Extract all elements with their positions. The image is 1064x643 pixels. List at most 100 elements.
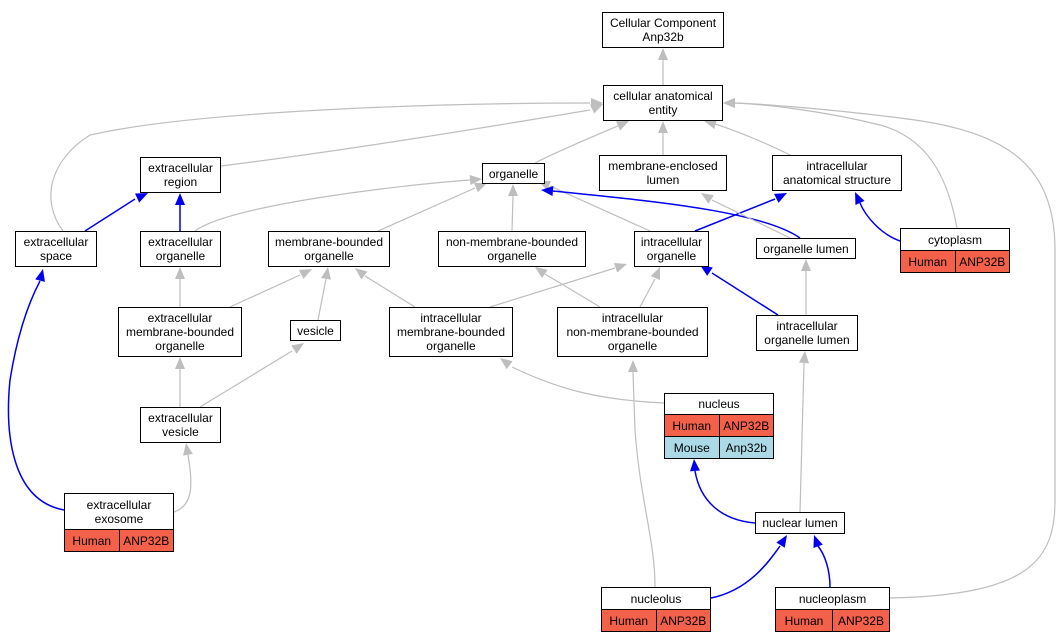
arrowhead [614, 263, 627, 273]
term-node-organelle[interactable]: organelle [482, 163, 545, 184]
term-label: extracellular vesicle [148, 411, 213, 439]
term-node-extracellular-space[interactable]: extracellular space [15, 231, 97, 267]
edge-nplasm-to-nlum [813, 535, 831, 588]
edge-exmbo-to-exorg [175, 267, 185, 307]
species-cell: Mouse [673, 440, 710, 455]
species-cell: Human [908, 254, 948, 269]
edge-inmbo-to-nmbo [535, 267, 601, 308]
arrowhead [500, 358, 513, 370]
arrowhead [508, 184, 518, 196]
term-node-intracellular-non-membrane-bounded-organelle[interactable]: intracellular non-membrane-bounded organ… [557, 307, 708, 357]
arrowhead [321, 267, 331, 280]
term-label: intracellular non-membrane-bounded organ… [566, 311, 699, 353]
edge-nucleus-to-imbo [500, 358, 665, 404]
edge-exsp-to-cae [50, 98, 603, 232]
edge-imbo-to-ico [489, 263, 627, 308]
gene-cell: ANP32B [655, 610, 711, 631]
term-label: organelle lumen [763, 241, 849, 256]
arrowhead [35, 269, 45, 282]
arrowhead [135, 193, 148, 203]
term-label: non-membrane-bounded organelle [445, 235, 579, 263]
term-label: extracellular membrane-bounded organelle [125, 311, 235, 353]
term-label: intracellular organelle [640, 235, 703, 263]
term-node-extracellular-vesicle[interactable]: extracellular vesicle [140, 407, 221, 443]
edge-nucl-to-inmbo [628, 360, 656, 588]
edge-nlum-to-iolum [799, 351, 809, 513]
edge-nucl-to-nlum [710, 535, 787, 599]
edge-exves-to-exmbo [175, 357, 185, 407]
arrowhead [776, 535, 787, 548]
term-node-extracellular-region[interactable]: extracellular region [140, 157, 221, 193]
edge-exo-to-exves [173, 443, 193, 513]
gene-cell: Anp32b [718, 437, 774, 458]
edge-exreg-to-cae [220, 104, 603, 167]
term-label: nuclear lumen [762, 516, 838, 530]
arrowhead [801, 259, 811, 271]
arrowhead [813, 535, 823, 548]
edge-mbo-to-organ [377, 183, 487, 232]
arrowhead [535, 267, 548, 278]
arrowhead [704, 119, 717, 129]
arrowhead [700, 265, 713, 276]
term-node-intracellular-anatomical-structure[interactable]: intracellular anatomical structure [772, 155, 902, 191]
term-label: cytoplasm [927, 232, 983, 247]
species-cell: Human [72, 533, 112, 548]
term-label: nucleolus [630, 591, 682, 606]
annotation-row-human: Human ANP32B [665, 414, 773, 436]
arrowhead [299, 269, 312, 279]
arrowhead [175, 357, 185, 369]
term-node-membrane-enclosed-lumen[interactable]: membrane-enclosed lumen [599, 155, 727, 191]
term-node-cellular-component-anp32b[interactable]: Cellular Component Anp32b [602, 12, 724, 48]
arrowhead [183, 443, 193, 456]
term-node-extracellular-membrane-bounded-organelle[interactable]: extracellular membrane-bounded organelle [118, 307, 242, 357]
term-node-intracellular-membrane-bounded-organelle[interactable]: intracellular membrane-bounded organelle [389, 307, 513, 357]
gene-cell: ANP32B [718, 415, 774, 436]
term-label: extracellular space [23, 235, 89, 263]
term-node-extracellular-organelle[interactable]: extracellular organelle [140, 231, 221, 267]
edge-olum-to-melum [701, 193, 791, 239]
edge-inmbo-to-ico [639, 267, 660, 308]
gene-cell: ANP32B [118, 530, 174, 551]
edge-olum-to-organ [541, 186, 801, 239]
term-node-vesicle[interactable]: vesicle [290, 320, 341, 341]
term-label: extracellular exosome [86, 497, 152, 526]
arrowhead [658, 48, 668, 60]
edge-icas-to-cae [704, 119, 791, 156]
edge-nlum-to-nucleus [690, 459, 756, 524]
annotation-row-human: Human ANP32B [65, 529, 173, 551]
edge-nplasm-to-cae [723, 98, 1056, 599]
arrowhead [658, 121, 668, 133]
edge-ves-to-mbo [317, 267, 331, 321]
term-node-nuclear-lumen[interactable]: nuclear lumen [755, 512, 845, 534]
arrowhead [799, 351, 809, 364]
arrowhead [616, 121, 629, 131]
edge-iolum-to-olum [801, 259, 811, 315]
edge-organ-to-cae [534, 121, 629, 164]
term-node-intracellular-organelle[interactable]: intracellular organelle [634, 231, 709, 267]
species-cell: Human [672, 418, 712, 433]
term-label: extracellular region [148, 161, 213, 189]
arrowhead [175, 193, 185, 205]
term-node-membrane-bounded-organelle[interactable]: membrane-bounded organelle [268, 231, 390, 267]
term-label: intracellular organelle lumen [764, 319, 850, 347]
arrowhead [774, 193, 787, 203]
term-node-organelle-lumen[interactable]: organelle lumen [756, 238, 856, 259]
term-node-non-membrane-bounded-organelle[interactable]: non-membrane-bounded organelle [438, 231, 586, 267]
term-node-intracellular-organelle-lumen[interactable]: intracellular organelle lumen [756, 315, 858, 351]
edge-imbo-to-mbo [355, 268, 416, 308]
term-label: intracellular anatomical structure [782, 159, 892, 187]
edge-cyto-to-icas [855, 192, 904, 243]
arrowhead [591, 98, 603, 108]
edge-melum-to-cae [658, 121, 668, 155]
arrowhead [355, 268, 368, 280]
edge-cae-to-root [658, 48, 668, 85]
term-node-cellular-anatomical-entity[interactable]: cellular anatomical entity [603, 85, 723, 121]
